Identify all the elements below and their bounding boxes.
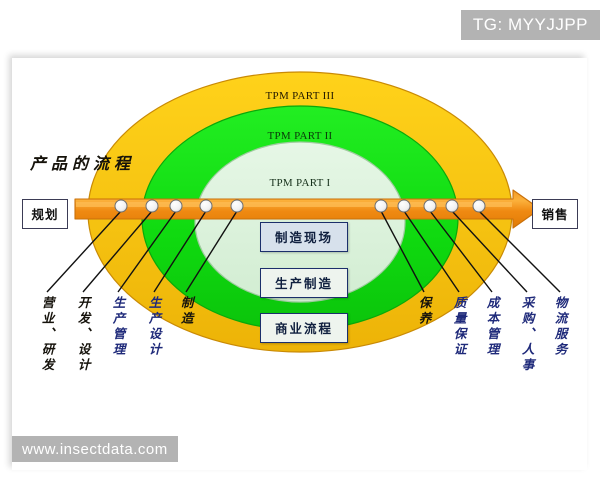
callout-left-manufacturing: 制造 bbox=[178, 296, 194, 327]
flow-end-box-sales[interactable]: 销售 bbox=[532, 199, 578, 229]
ring-label-tpm-part-1: TPM PART I bbox=[269, 177, 331, 189]
callout-left-production-design: 生产设计 bbox=[146, 296, 162, 358]
leader-lines-left bbox=[46, 210, 238, 293]
process-box-business-process[interactable]: 商业流程 bbox=[260, 313, 348, 343]
callout-left-production-management: 生产管理 bbox=[110, 296, 126, 358]
watermark-top-right: TG: MYYJJPP bbox=[460, 10, 600, 40]
callout-right-maintenance: 保养 bbox=[416, 296, 432, 327]
watermark-bottom-left: www.insectdata.com bbox=[12, 436, 178, 462]
callout-right-quality-assurance: 质量保证 bbox=[451, 296, 467, 358]
callout-right-procurement-hr: 采购、人事 bbox=[519, 296, 535, 374]
callout-left-sales-rnd: 营业、研发 bbox=[39, 296, 55, 374]
callout-left-development-design: 开发、设计 bbox=[75, 296, 91, 374]
process-box-manufacturing-site[interactable]: 制造现场 bbox=[260, 222, 348, 252]
callout-right-cost-management: 成本管理 bbox=[484, 296, 500, 358]
process-flow-arrow bbox=[74, 189, 541, 229]
flow-station-markers bbox=[114, 199, 486, 213]
callout-right-logistics-service: 物流服务 bbox=[552, 296, 568, 358]
diagram-title: 产品的流程 bbox=[30, 154, 136, 173]
process-box-production[interactable]: 生产制造 bbox=[260, 268, 348, 298]
flow-start-box-planning[interactable]: 规划 bbox=[22, 199, 68, 229]
leader-lines-right bbox=[380, 210, 561, 293]
ring-label-tpm-part-3: TPM PART III bbox=[265, 90, 335, 102]
ring-label-tpm-part-2: TPM PART II bbox=[267, 130, 333, 142]
